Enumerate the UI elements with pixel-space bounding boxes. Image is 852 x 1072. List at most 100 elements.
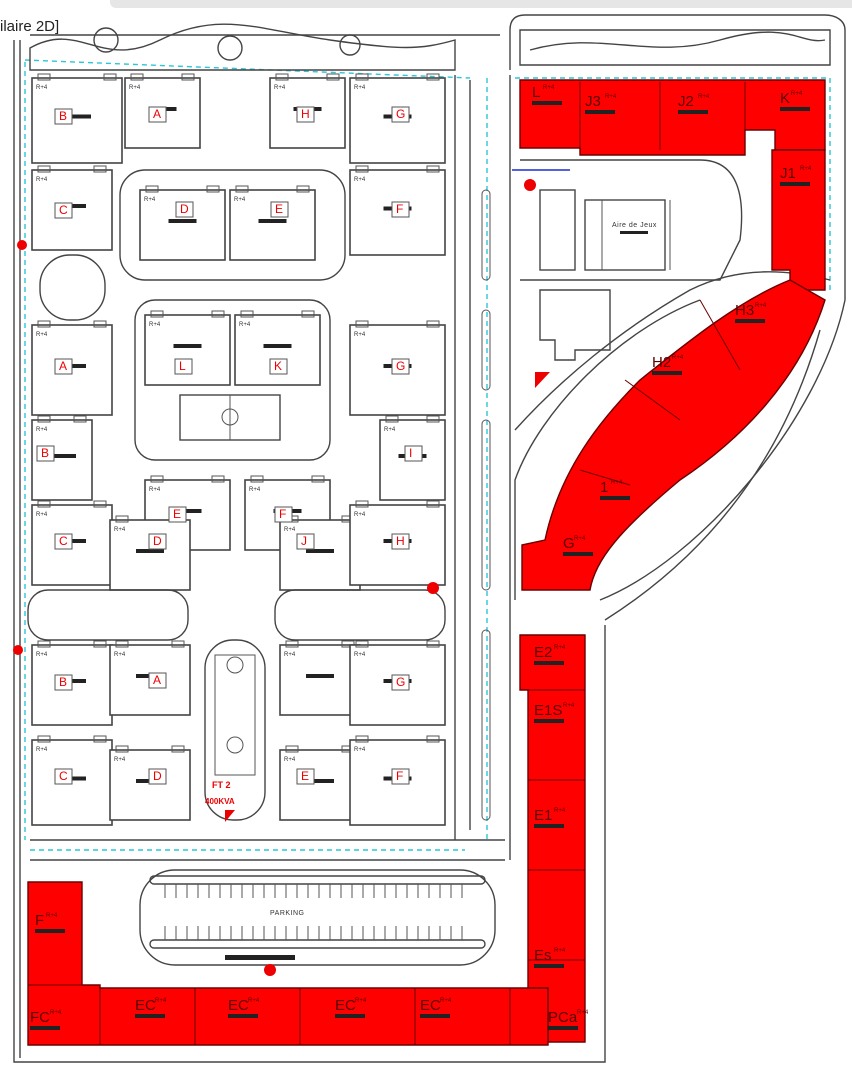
- unit-label: B: [59, 109, 67, 123]
- floor-tag: R+4: [284, 652, 296, 658]
- unit-label: A: [153, 107, 161, 121]
- unit-label-box: [391, 201, 410, 218]
- floor-tag: R+4: [605, 94, 617, 100]
- unit-label: I: [409, 446, 412, 460]
- residential-building[interactable]: [279, 640, 361, 716]
- transformer-name: FT 2: [212, 780, 231, 790]
- unit-label-box: [270, 201, 289, 218]
- unit-label: G: [396, 675, 405, 689]
- floor-tag: R+4: [239, 322, 251, 328]
- floor-tag: R+4: [155, 998, 167, 1004]
- floor-tag: R+4: [574, 536, 586, 542]
- floor-tag: R+4: [36, 747, 48, 753]
- unit-label-box: [404, 445, 423, 462]
- unit-label: C: [59, 203, 68, 217]
- transformer-ft2[interactable]: FT 2 400KVA: [205, 780, 235, 822]
- floor-tag: R+4: [384, 427, 396, 433]
- floor-tag: R+4: [36, 427, 48, 433]
- unit-label: C: [59, 769, 68, 783]
- floor-tag: R+4: [129, 85, 141, 91]
- unit-label-box: [296, 106, 315, 123]
- floor-tag: R+4: [234, 197, 246, 203]
- unit-label-box: [148, 106, 167, 123]
- unit-label: E: [301, 769, 309, 783]
- highlighted-unit-label: J1: [780, 165, 796, 182]
- floor-tag: R+4: [354, 747, 366, 753]
- unit-label-box: [148, 768, 167, 785]
- unit-label-box: [296, 533, 315, 550]
- top-landscape-strip: [29, 23, 831, 71]
- parking-label: PARKING: [270, 910, 305, 917]
- unit-label: H: [301, 107, 310, 121]
- unit-label: F: [396, 202, 403, 216]
- floor-tag: R+4: [36, 512, 48, 518]
- unit-label: B: [59, 675, 67, 689]
- unit-label-box: [274, 506, 293, 523]
- unit-label-box: [54, 202, 73, 219]
- highlighted-unit-label: EC: [420, 997, 441, 1014]
- main-road: [30, 75, 511, 861]
- floor-tag: R+4: [144, 197, 156, 203]
- highlighted-unit-label: L: [532, 84, 540, 101]
- highlighted-unit-label: EC: [228, 997, 249, 1014]
- floor-tag: R+4: [554, 645, 566, 651]
- floor-tag: R+4: [36, 177, 48, 183]
- floor-tag: R+4: [249, 487, 261, 493]
- central-courtyards: [27, 169, 446, 821]
- highlighted-unit-label: EC: [135, 997, 156, 1014]
- highlighted-unit-label: PCa: [548, 1009, 578, 1026]
- residential-building[interactable]: [31, 73, 123, 164]
- unit-label-box: [54, 533, 73, 550]
- residential-building[interactable]: [31, 320, 113, 416]
- highlighted-unit-label: FC: [30, 1009, 50, 1026]
- residential-building[interactable]: [109, 745, 191, 821]
- highlighted-unit-label: K: [780, 90, 790, 107]
- residential-building[interactable]: [31, 640, 113, 726]
- unit-label: K: [274, 359, 282, 373]
- floor-tag: R+4: [354, 332, 366, 338]
- unit-label-box: [391, 768, 410, 785]
- unit-label: H: [396, 534, 405, 548]
- floor-tag: R+4: [284, 527, 296, 533]
- floor-tag: R+4: [563, 703, 575, 709]
- floor-tag: R+4: [543, 85, 555, 91]
- highlighted-unit-label: EC: [335, 997, 356, 1014]
- floor-tag: R+4: [355, 998, 367, 1004]
- unit-label: F: [396, 769, 403, 783]
- floor-tag: R+4: [284, 757, 296, 763]
- building-east-wing[interactable]: [519, 634, 586, 1043]
- unit-label: A: [59, 359, 67, 373]
- unit-label: D: [153, 769, 162, 783]
- floor-tag: R+4: [354, 652, 366, 658]
- floor-tag: R+4: [554, 948, 566, 954]
- unit-label: D: [180, 202, 189, 216]
- unit-label: E: [275, 202, 283, 216]
- unit-label: A: [153, 673, 161, 687]
- floor-tag: R+4: [354, 177, 366, 183]
- floor-tag: R+4: [354, 512, 366, 518]
- floor-tag: R+4: [672, 355, 684, 361]
- playground-area: Aire de Jeux: [514, 159, 831, 621]
- floor-tag: R+4: [114, 527, 126, 533]
- residential-building[interactable]: [279, 745, 361, 821]
- unit-label: D: [153, 534, 162, 548]
- transformer-symbol-icon: [225, 810, 235, 822]
- floor-tag: R+4: [114, 757, 126, 763]
- floor-tag: R+4: [577, 1010, 589, 1016]
- floor-tag: R+4: [354, 85, 366, 91]
- highlighted-unit-label: G: [563, 535, 575, 552]
- unit-label-box: [54, 768, 73, 785]
- floor-tag: R+4: [440, 998, 452, 1004]
- floor-tag: R+4: [791, 91, 803, 97]
- building-curved-wing[interactable]: [521, 279, 826, 591]
- unit-label: F: [279, 507, 286, 521]
- highlighted-unit-label: J2: [678, 93, 694, 110]
- residential-building[interactable]: [31, 735, 113, 826]
- site-boundary: [13, 14, 846, 1063]
- transformer-power: 400KVA: [205, 797, 235, 806]
- unit-label-box: [269, 358, 288, 375]
- highlighted-unit-label: H3: [735, 302, 754, 319]
